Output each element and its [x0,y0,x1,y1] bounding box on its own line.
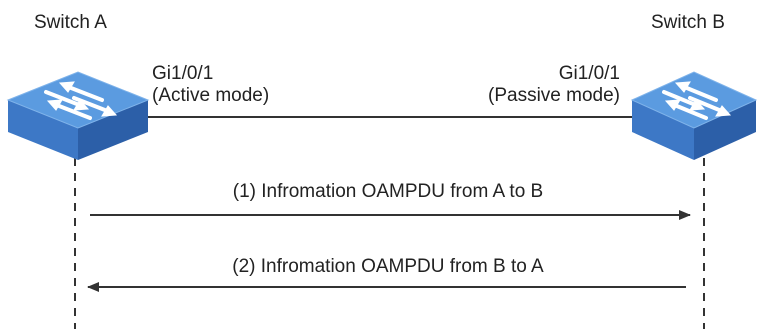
switch-a-label: Switch A [34,12,107,33]
message-label-a-to-b: (1) Infromation OAMPDU from A to B [232,181,544,202]
network-switch-icon [630,71,758,160]
network-switch-icon [6,71,150,160]
port-a-label: Gi1/0/1 (Active mode) [152,63,269,107]
port-b-name: Gi1/0/1 [558,63,620,84]
port-b-mode: (Passive mode) [488,85,620,106]
port-b-label: Gi1/0/1 (Passive mode) [440,63,620,107]
switch-b-label: Switch B [651,12,725,33]
port-a-mode: (Active mode) [152,85,270,106]
message-label-b-to-a: (2) Infromation OAMPDU from B to A [232,256,544,277]
port-a-name: Gi1/0/1 [152,63,214,84]
